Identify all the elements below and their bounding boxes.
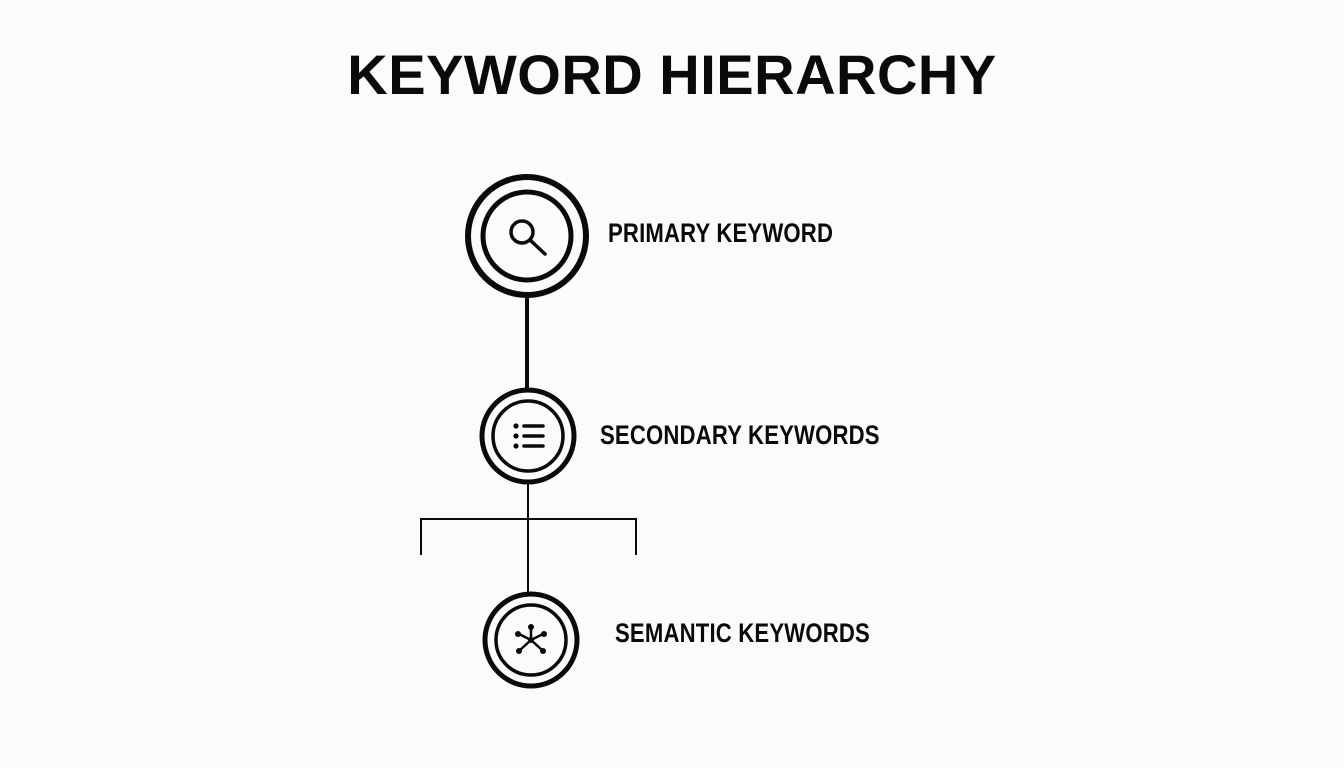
- list-icon: [513, 423, 545, 449]
- secondary-keywords-label: SECONDARY KEYWORDS: [600, 420, 880, 450]
- connector-secondary-semantic: [420, 484, 637, 592]
- secondary-node: [479, 387, 577, 485]
- primary-keyword-label: PRIMARY KEYWORD: [608, 218, 834, 248]
- primary-node: [465, 174, 589, 298]
- diagram-title: KEYWORD HIERARCHY: [347, 43, 997, 106]
- search-icon: [509, 219, 547, 256]
- semantic-keywords-label: SEMANTIC KEYWORDS: [615, 618, 870, 648]
- semantic-node: [482, 591, 580, 689]
- network-icon: [515, 624, 547, 654]
